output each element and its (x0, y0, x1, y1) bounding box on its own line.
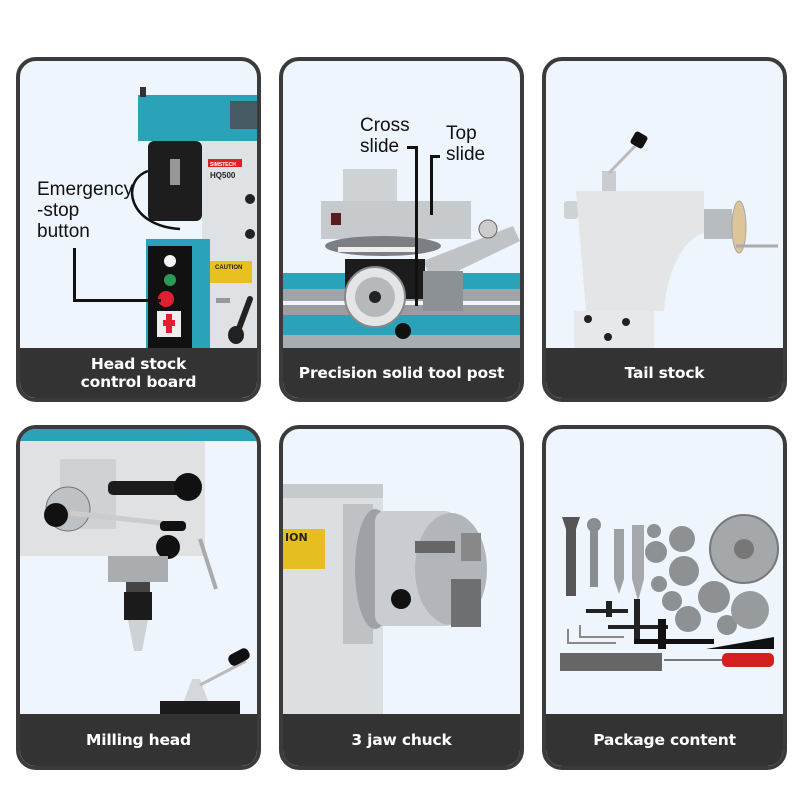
callout-top-slide: Top slide (446, 123, 486, 165)
three-jaw-chuck-photo: ION (283, 429, 520, 722)
warning-label: ION (285, 531, 308, 544)
leader-top-slide-tick (430, 155, 440, 158)
feature-card-tool-post: Cross slide Top slide Precision solid to… (279, 57, 524, 402)
caution-label: CAUTION (215, 265, 242, 271)
card-caption: Head stock control board (20, 348, 257, 398)
milling-head-photo (20, 429, 257, 722)
feature-card-milling-head: Milling head (16, 425, 261, 770)
package-content-photo (546, 429, 783, 722)
card-caption: Precision solid tool post (283, 348, 520, 398)
callout-emergency-stop: Emergency -stop button (37, 179, 134, 242)
model-label: HQ500 (210, 171, 236, 180)
callout-cross-slide: Cross slide (360, 115, 410, 157)
leader-line-vertical (73, 248, 76, 301)
feature-card-tail-stock: Tail stock (542, 57, 787, 402)
feature-card-headstock: SIMSTECH HQ500 CAUTION Emergency -stop b… (16, 57, 261, 402)
tool-post-photo (283, 61, 520, 356)
feature-card-package-content: Package content (542, 425, 787, 770)
brand-label: SIMSTECH (210, 162, 236, 168)
card-caption: Package content (546, 714, 783, 766)
headstock-control-board-photo: SIMSTECH HQ500 CAUTION (20, 61, 257, 356)
leader-cross-slide (415, 146, 418, 306)
feature-card-three-jaw-chuck: ION 3 jaw chuck (279, 425, 524, 770)
card-caption: 3 jaw chuck (283, 714, 520, 766)
card-caption: Milling head (20, 714, 257, 766)
leader-cross-slide-tick (407, 146, 417, 149)
leader-top-slide (430, 155, 433, 215)
tail-stock-photo (546, 61, 783, 356)
card-caption: Tail stock (546, 348, 783, 398)
leader-line-horizontal (73, 299, 161, 302)
